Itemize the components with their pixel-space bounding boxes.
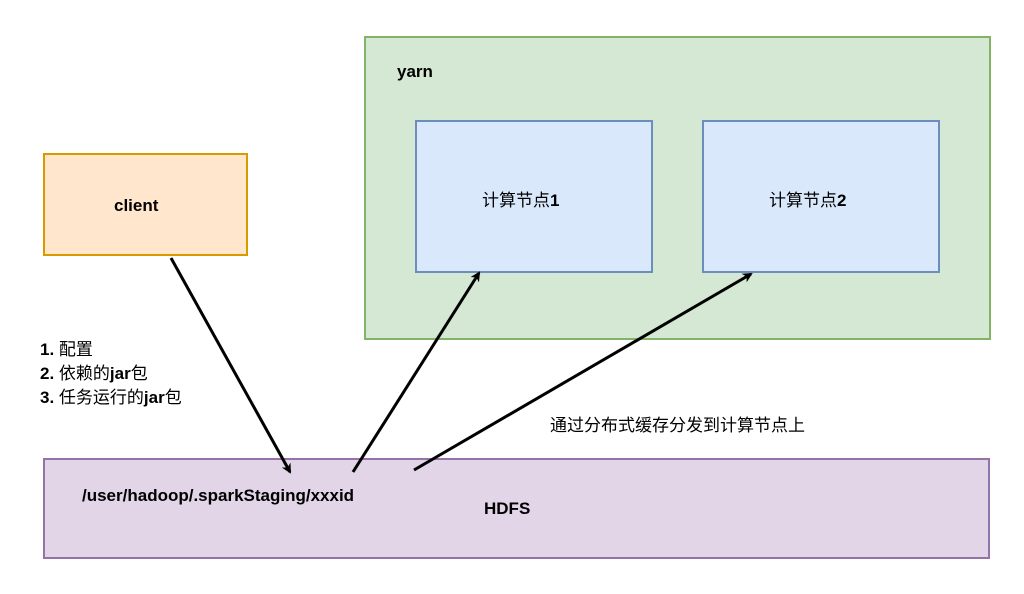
distribution-label: 通过分布式缓存分发到计算节点上 bbox=[550, 416, 805, 435]
hdfs-container bbox=[43, 458, 990, 559]
yarn-label: yarn bbox=[397, 62, 433, 81]
node-number: 2 bbox=[837, 191, 847, 210]
step-number: 1. bbox=[40, 340, 55, 359]
step-number: 3. bbox=[40, 388, 55, 407]
node-label-text: 计算节点 bbox=[482, 191, 550, 210]
step-item: 2. 依赖的jar包 bbox=[40, 362, 182, 386]
step-text: 依赖的 bbox=[58, 364, 110, 383]
staging-path-label: /user/hadoop/.sparkStaging/xxxid bbox=[82, 486, 355, 505]
step-item: 1. 配置 bbox=[40, 338, 182, 362]
step-item: 3. 任务运行的jar包 bbox=[40, 386, 182, 410]
step-number: 2. bbox=[40, 364, 55, 383]
step-jar: jar bbox=[109, 364, 131, 383]
client-box bbox=[43, 153, 248, 256]
step-suffix: 包 bbox=[164, 388, 182, 407]
arrow-client-to-hdfs bbox=[169, 257, 292, 474]
step-text: 配置 bbox=[58, 340, 93, 359]
client-label: client bbox=[114, 196, 159, 215]
step-suffix: 包 bbox=[130, 364, 148, 383]
step-jar: jar bbox=[143, 388, 165, 407]
node-number: 1 bbox=[550, 191, 560, 210]
node-label-text: 计算节点 bbox=[769, 191, 837, 210]
hdfs-label: HDFS bbox=[484, 499, 531, 518]
compute-node-1-label: 计算节点1 bbox=[482, 186, 559, 211]
step-text: 任务运行的 bbox=[58, 388, 144, 407]
upload-steps-list: 1. 配置 2. 依赖的jar包 3. 任务运行的jar包 bbox=[40, 338, 182, 410]
compute-node-1 bbox=[415, 120, 653, 273]
compute-node-2 bbox=[702, 120, 940, 273]
compute-node-2-label: 计算节点2 bbox=[769, 186, 846, 211]
